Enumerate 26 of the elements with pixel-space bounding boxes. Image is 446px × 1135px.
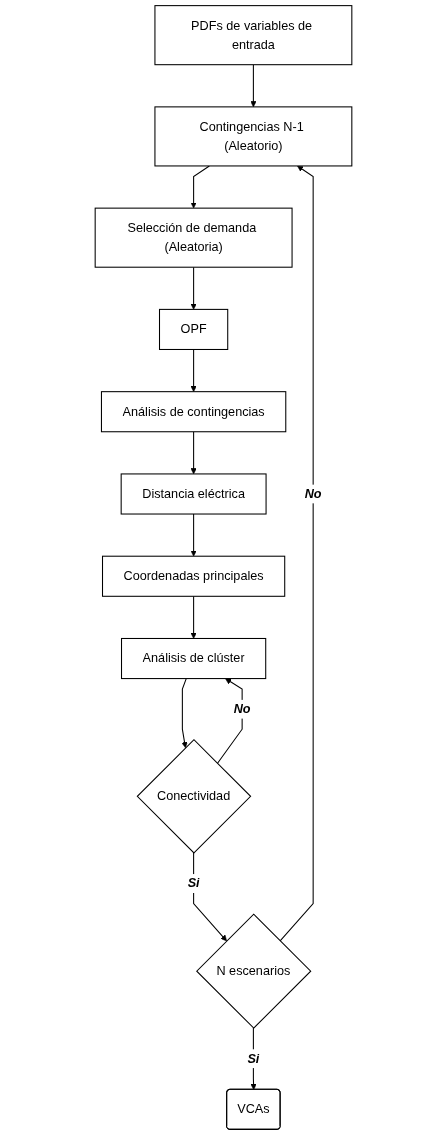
node-diamond: Conectividad [136, 739, 251, 854]
node-box: Coordenadas principales [101, 555, 285, 597]
node-box: Selección de demanda (Aleatoria) [94, 207, 293, 268]
arrow [192, 852, 227, 942]
arrow [181, 678, 188, 749]
arrow [279, 165, 314, 942]
arrow [190, 266, 197, 310]
arrow [190, 513, 197, 557]
arrow [190, 348, 197, 392]
node-box: Distancia eléctrica [120, 473, 267, 515]
edge-label: Si [246, 1051, 259, 1066]
node-box: OPF [158, 308, 228, 350]
arrow [190, 595, 197, 639]
node-box: PDFs de variables de entrada [153, 5, 352, 66]
node-box: Contingencias N-1 (Aleatorio) [153, 106, 352, 167]
arrow [216, 678, 243, 764]
arrow [190, 431, 197, 475]
arrow [249, 1027, 257, 1090]
edge-label: No [233, 701, 251, 716]
edge-label: No [304, 486, 322, 501]
arrow [249, 64, 256, 108]
arrow [190, 165, 210, 209]
node-diamond: N escenarios [195, 913, 311, 1029]
edge-label: Si [187, 876, 200, 891]
node-box: Análisis de clúster [120, 637, 266, 680]
node-box: Análisis de contingencias [100, 391, 286, 433]
